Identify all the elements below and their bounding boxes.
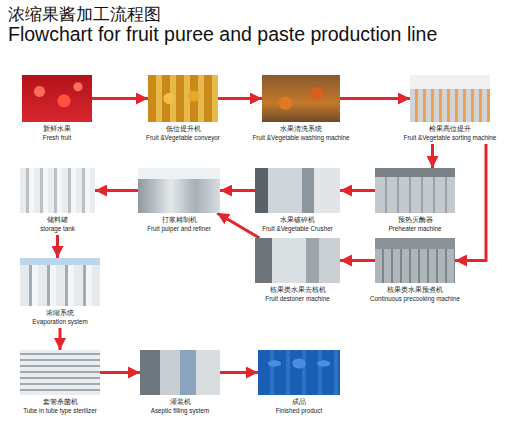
caption-group: 低位提升机Fruit &Vegetable conveyor	[108, 122, 258, 142]
caption-group: 核果类水果预煮机Continuous precooking machine	[335, 283, 495, 303]
chinese-caption: 浓缩系统	[0, 309, 140, 318]
caption-group: 水果清洗系统Fruit &Vegetable washing machine	[222, 122, 380, 142]
chinese-caption: 水果清洗系统	[222, 125, 380, 134]
flow-arrow	[100, 371, 140, 374]
caption-group: 成品Finished product	[218, 395, 380, 415]
photo-node: 核果类水果预煮机Continuous precooking machine	[375, 238, 455, 283]
flow-arrow	[95, 189, 138, 192]
english-caption: Preheater machine	[335, 225, 495, 233]
flow-arrow	[220, 371, 258, 374]
subtitle: Flowchart for fruit puree and paste prod…	[8, 23, 437, 46]
chinese-caption: 储料罐	[0, 216, 135, 225]
caption-group: 检果高位提升Fruit &Vegetable sorting machine	[370, 122, 523, 142]
caption-group: 水果破碎机Fruit &Vegetable Crusher	[215, 213, 380, 233]
english-caption: storage tank	[0, 225, 135, 233]
caption-group: 核果类水果去核机Fruit destoner machine	[215, 283, 380, 303]
chinese-caption: 核果类水果去核机	[215, 286, 380, 295]
flow-arrow	[340, 189, 375, 192]
photo-node: 水果破碎机Fruit &Vegetable Crusher	[255, 168, 340, 213]
caption-group: 储料罐storage tank	[0, 213, 135, 233]
english-caption: Evaporation system	[0, 318, 140, 326]
english-caption: Fruit &Vegetable washing machine	[222, 134, 380, 142]
photo-node: 成品Finished product	[258, 350, 340, 395]
english-caption: Aseptic filling system	[100, 407, 260, 415]
photo-node: 水果清洗系统Fruit &Vegetable washing machine	[262, 75, 340, 122]
english-caption: Fruit pulper and refiner	[98, 225, 260, 233]
chart-title: 浓缩果酱加工流程图	[8, 3, 161, 26]
chinese-caption: 检果高位提升	[370, 125, 523, 134]
chinese-caption: 打浆精制机	[98, 216, 260, 225]
flow-arrow	[218, 97, 262, 100]
flow-arrow	[59, 328, 62, 350]
flow-arrow	[217, 213, 259, 238]
caption-group: 套管杀菌机Tube in tube type sterilizer	[0, 395, 140, 415]
flow-arrow	[455, 144, 486, 261]
english-caption: Fruit destoner machine	[215, 295, 380, 303]
english-caption: Continuous precooking machine	[335, 295, 495, 303]
photo-node: 套管杀菌机Tube in tube type sterilizer	[20, 350, 100, 395]
photo-node: 检果高位提升Fruit &Vegetable sorting machine	[410, 75, 490, 122]
photo-node: 低位提升机Fruit &Vegetable conveyor	[148, 75, 218, 122]
caption-group: 打浆精制机Fruit pulper and refiner	[98, 213, 260, 233]
flow-arrow	[340, 97, 410, 100]
flow-arrow	[56, 235, 59, 258]
chinese-caption: 预热灭酶器	[335, 216, 495, 225]
caption-group: 新鲜水果Fresh fruit	[0, 122, 132, 142]
caption-group: 灌装机Aseptic filling system	[100, 395, 260, 415]
chinese-caption: 水果破碎机	[215, 216, 380, 225]
photo-node: 灌装机Aseptic filling system	[140, 350, 220, 395]
photo-node: 新鲜水果Fresh fruit	[22, 75, 92, 122]
chinese-caption: 灌装机	[100, 398, 260, 407]
photo-node: 预热灭酶器Preheater machine	[375, 168, 455, 213]
english-caption: Fruit &Vegetable sorting machine	[370, 134, 523, 142]
chinese-caption: 新鲜水果	[0, 125, 132, 134]
caption-group: 浓缩系统Evaporation system	[0, 306, 140, 326]
photo-node: 储料罐storage tank	[20, 168, 95, 213]
chinese-caption: 核果类水果预煮机	[335, 286, 495, 295]
english-caption: Tube in tube type sterilizer	[0, 407, 140, 415]
caption-group: 预热灭酶器Preheater machine	[335, 213, 495, 233]
flow-arrow	[431, 144, 434, 168]
flow-arrow	[92, 97, 148, 100]
english-caption: Fruit &Vegetable Crusher	[215, 225, 380, 233]
photo-node: 核果类水果去核机Fruit destoner machine	[255, 238, 340, 283]
english-caption: Fresh fruit	[0, 134, 132, 142]
chinese-caption: 套管杀菌机	[0, 398, 140, 407]
chinese-caption: 低位提升机	[108, 125, 258, 134]
photo-node: 打浆精制机Fruit pulper and refiner	[138, 168, 220, 213]
english-caption: Finished product	[218, 407, 380, 415]
english-caption: Fruit &Vegetable conveyor	[108, 134, 258, 142]
flow-arrow	[220, 189, 255, 192]
chinese-caption: 成品	[218, 398, 380, 407]
flow-arrow	[340, 259, 375, 262]
photo-node: 浓缩系统Evaporation system	[20, 258, 100, 306]
